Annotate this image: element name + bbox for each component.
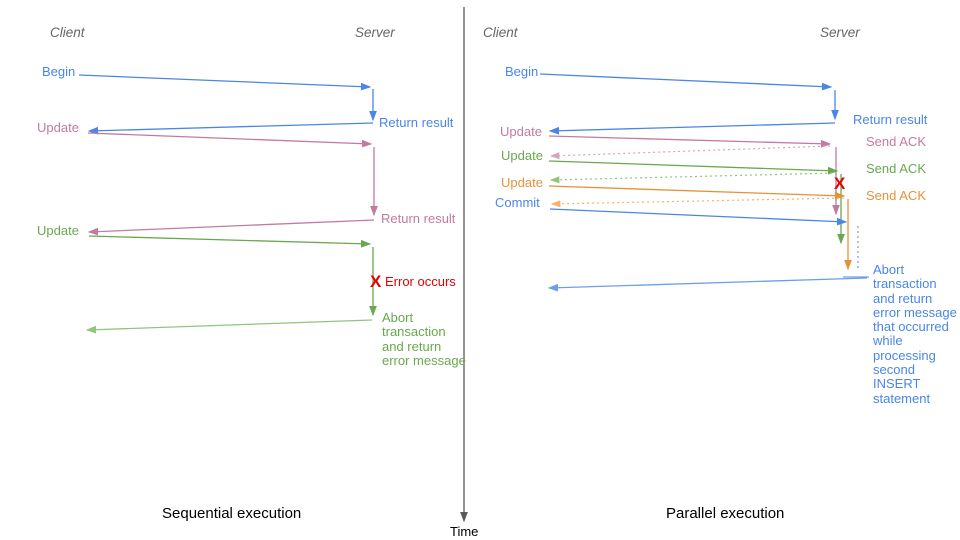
right-return-result-label: Return result <box>853 112 928 127</box>
right-update-2-request-arrow <box>548 160 839 175</box>
right-send-ack-1-label: Send ACK <box>866 134 926 149</box>
left-panel-title: Sequential execution <box>162 505 302 522</box>
left-begin-label: Begin <box>42 64 76 79</box>
right-update-1-request-arrow <box>548 135 832 148</box>
right-panel-title: Parallel execution <box>666 505 785 522</box>
right-begin-label: Begin <box>505 64 539 79</box>
left-abort-note: Abort transaction and return error messa… <box>382 310 466 368</box>
right-send-ack-1-arrow <box>549 145 831 160</box>
right-update-3-request-arrow <box>548 185 846 200</box>
right-server-header: Server <box>820 25 860 40</box>
right-abort-return-arrow <box>547 277 868 292</box>
right-abort-note: Abort transaction and return error messa… <box>873 262 957 406</box>
right-begin-request-arrow <box>539 73 833 91</box>
right-commit-label: Commit <box>495 195 540 210</box>
right-client-header: Client <box>483 25 518 40</box>
right-update-1-label: Update <box>500 124 542 139</box>
right-send-ack-2-arrow <box>549 172 838 184</box>
left-client-header: Client <box>50 25 85 40</box>
right-commit-request-arrow <box>549 208 848 226</box>
left-update-2-request-arrow <box>88 235 372 248</box>
left-update-1-label: Update <box>37 120 79 135</box>
left-update-2-label: Update <box>37 223 79 238</box>
left-error-label: Error occurs <box>385 274 456 289</box>
left-server-header: Server <box>355 25 395 40</box>
left-error-x-icon: X <box>370 272 382 291</box>
right-update-2-label: Update <box>501 148 543 163</box>
right-return-result-arrow <box>548 122 836 135</box>
right-update-3-label: Update <box>501 175 543 190</box>
right-send-ack-3-label: Send ACK <box>866 188 926 203</box>
right-send-ack-3-arrow <box>550 197 845 208</box>
left-abort-return-arrow <box>85 319 373 334</box>
left-return-result-1-arrow <box>87 122 374 135</box>
right-send-ack-2-label: Send ACK <box>866 161 926 176</box>
left-return-result-1-label: Return result <box>379 115 454 130</box>
left-return-result-2-arrow <box>87 219 375 236</box>
left-update-1-request-arrow <box>87 132 373 148</box>
time-axis-label: Time <box>450 524 479 539</box>
left-return-result-2-label: Return result <box>381 211 456 226</box>
right-error-x-icon: X <box>834 174 846 193</box>
left-begin-request-arrow <box>78 74 372 91</box>
